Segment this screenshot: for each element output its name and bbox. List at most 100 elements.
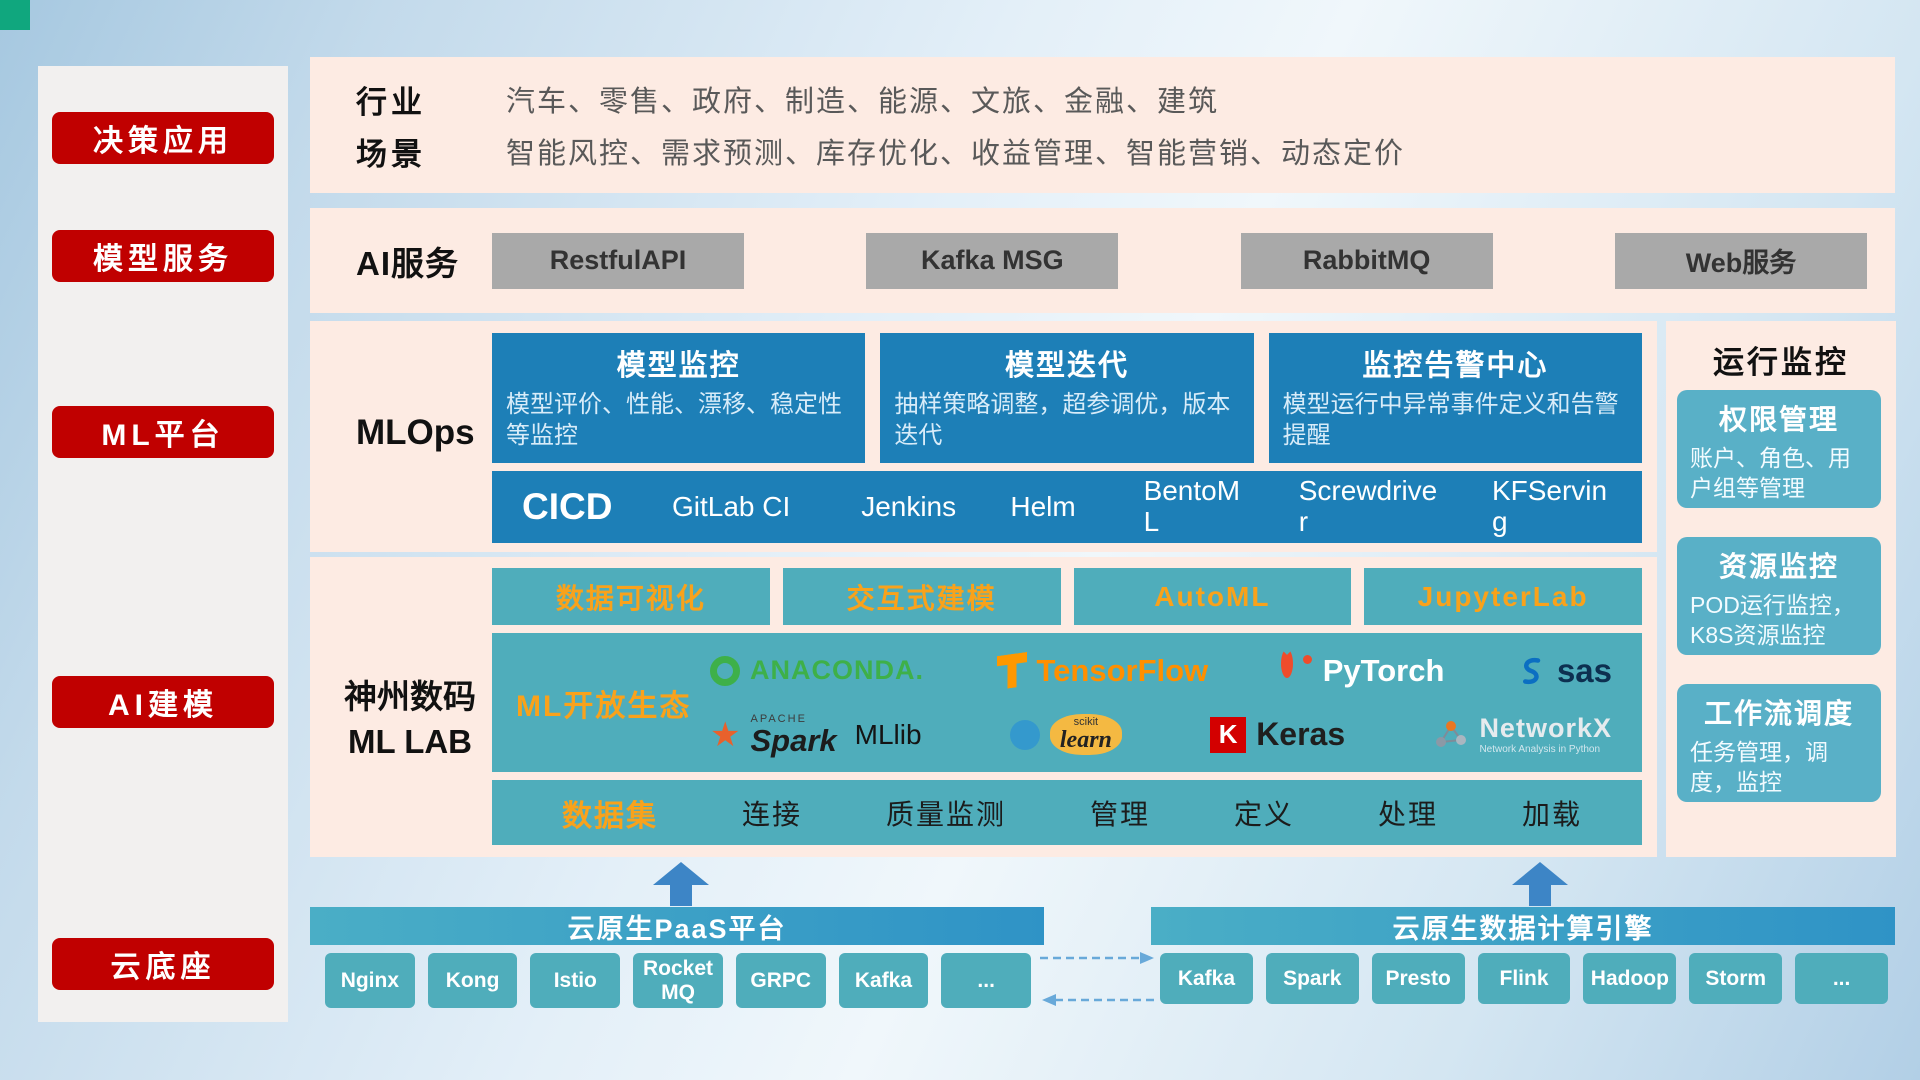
sidebar-item-ai-modeling: AI建模: [52, 676, 274, 728]
sidebar-item-decision-apps: 决策应用: [52, 112, 274, 164]
ecosystem-row-2: ★ APACHE Spark MLlib sc: [692, 706, 1630, 764]
ml-ecosystem-label: ML开放生态: [516, 689, 692, 723]
spark-star-icon: ★: [710, 715, 741, 754]
web-service-box: Web服务: [1614, 232, 1867, 289]
sidebar-item-model-service: 模型服务: [52, 230, 274, 282]
paas-item-istio: Istio: [530, 953, 621, 1008]
paas-item-nginx: Nginx: [325, 953, 415, 1008]
pytorch-logo: PyTorch: [1280, 648, 1445, 689]
dataset-label: 数据集: [562, 799, 658, 833]
scenario-row: 场景 智能风控、需求预测、库存优化、收益管理、智能营销、动态定价: [356, 125, 1895, 177]
ml-lab-label: 神州数码 ML LAB: [328, 675, 492, 764]
interactive-modeling-box: 交互式建模: [782, 568, 1061, 625]
ml-lab-label-line2: ML LAB: [347, 722, 473, 760]
engine-item-storm: Storm: [1689, 953, 1783, 1004]
mlops-cards: 模型监控 模型评价、性能、漂移、稳定性等监控 模型迭代 抽样策略调整，超参调优，…: [492, 333, 1642, 463]
engine-item-flink: Flink: [1477, 953, 1571, 1004]
dataset-item-connect: 连接: [741, 798, 802, 830]
sas-text: sas: [1556, 651, 1612, 689]
engine-item-spark: Spark: [1265, 953, 1359, 1004]
ml-lab-panel: 神州数码 ML LAB 数据可视化 交互式建模 AutoML JupyterLa…: [310, 557, 1657, 857]
scikit-learn-icon: [1009, 719, 1040, 750]
dataset-item-load: 加载: [1521, 798, 1582, 830]
cicd-item-jenkins: Jenkins: [861, 490, 957, 522]
paas-item-kong: Kong: [427, 953, 518, 1008]
paas-item-rocketmq: RocketMQ: [633, 953, 723, 1008]
scikit-text: scikit: [1073, 716, 1099, 728]
card-title: 权限管理: [1718, 404, 1839, 435]
runtime-monitor-title: 运行监控: [1713, 345, 1849, 380]
networkx-logo: NetworkX Network Analysis in Python: [1433, 713, 1612, 756]
resource-monitor-card: 资源监控 POD运行监控，K8S资源监控: [1677, 537, 1881, 655]
paas-item-grpc: GRPC: [735, 953, 826, 1008]
spark-logo: ★ APACHE Spark: [710, 712, 837, 756]
paas-item-kafka: Kafka: [838, 953, 929, 1008]
pytorch-ring: [1280, 648, 1293, 678]
ml-lab-tools-row: 数据可视化 交互式建模 AutoML JupyterLab: [492, 568, 1642, 625]
sidebar-item-ml-platform: ML平台: [52, 406, 274, 458]
cicd-item-gitlab-ci: GitLab CI: [672, 490, 791, 522]
industry-value: 汽车、零售、政府、制造、能源、文旅、金融、建筑: [506, 86, 1220, 118]
card-desc: 模型运行中异常事件定义和告警提醒: [1282, 391, 1619, 450]
scikit-learn-badge: scikit learn: [1049, 714, 1122, 755]
paas-components: Nginx Kong Istio RocketMQ GRPC Kafka ...: [325, 953, 1032, 1008]
card-desc: 抽样策略调整，超参调优，版本迭代: [894, 391, 1231, 450]
sidebar-item-cloud-base: 云底座: [52, 938, 274, 990]
dataset-item-process: 处理: [1377, 798, 1438, 830]
mllib-logo: MLlib: [855, 719, 922, 751]
paas-platform-bar: 云原生PaaS平台: [310, 907, 1044, 945]
dataset-item-define: 定义: [1233, 798, 1294, 830]
permission-management-card: 权限管理 账户、角色、用户组等管理: [1677, 390, 1881, 508]
anaconda-icon: [710, 655, 740, 686]
networkx-text: NetworkX: [1479, 713, 1612, 744]
kafka-msg-box: Kafka MSG: [866, 232, 1119, 289]
arrow-shaft: [670, 885, 692, 906]
spark-apache-text: APACHE: [750, 712, 807, 725]
alert-center-card: 监控告警中心 模型运行中异常事件定义和告警提醒: [1268, 333, 1642, 463]
keras-text: Keras: [1256, 716, 1346, 752]
tensorflow-logo: TensorFlow: [997, 651, 1208, 689]
cicd-label: CICD: [522, 486, 613, 527]
cicd-item-helm: Helm: [1010, 490, 1076, 522]
dashed-exchange-arrows-icon: [1040, 952, 1154, 1006]
pytorch-icon: [1280, 648, 1313, 687]
learn-text: learn: [1059, 727, 1112, 753]
networkx-icon: [1436, 721, 1467, 748]
pytorch-dot: [1302, 654, 1312, 664]
arrow-shaft: [1529, 885, 1551, 906]
networkx-text-stack: NetworkX Network Analysis in Python: [1479, 713, 1612, 756]
engine-item-presto: Presto: [1371, 953, 1465, 1004]
industry-scenario-panel: 行业 汽车、零售、政府、制造、能源、文旅、金融、建筑 场景 智能风控、需求预测、…: [310, 57, 1895, 193]
cicd-items: GitLab CI Jenkins Helm BentoML Screwdriv…: [672, 475, 1612, 538]
restful-api-box: RestfulAPI: [492, 232, 744, 289]
corner-decoration: [0, 0, 30, 30]
cicd-item-screwdriver: Screwdriver: [1298, 475, 1438, 537]
pytorch-text: PyTorch: [1322, 652, 1445, 688]
ml-lab-label-line1: 神州数码: [344, 678, 476, 715]
ml-ecosystem-logos: ANACONDA. TensorFlow PyTorch: [692, 642, 1630, 764]
dataset-item-quality: 质量监测: [885, 798, 1006, 830]
scenario-value: 智能风控、需求预测、库存优化、收益管理、智能营销、动态定价: [506, 138, 1406, 170]
card-desc: POD运行监控，K8S资源监控: [1690, 592, 1855, 648]
spark-mllib-group: ★ APACHE Spark MLlib: [710, 712, 922, 756]
engine-item-more: ...: [1795, 953, 1889, 1004]
dataset-item-manage: 管理: [1089, 798, 1150, 830]
card-title: 模型监控: [616, 350, 741, 382]
ai-service-panel: AI服务 RestfulAPI Kafka MSG RabbitMQ Web服务: [310, 208, 1895, 313]
mlops-label: MLOps: [356, 413, 475, 452]
sas-logo: sas: [1517, 652, 1612, 690]
sidebar: 决策应用 模型服务 ML平台 AI建模 云底座: [38, 66, 288, 1022]
workflow-scheduler-card: 工作流调度 任务管理，调度，监控: [1677, 684, 1881, 802]
card-title: 监控告警中心: [1362, 350, 1549, 382]
up-arrow-icon: [653, 862, 709, 906]
card-desc: 任务管理，调度，监控: [1690, 739, 1828, 795]
model-monitoring-card: 模型监控 模型评价、性能、漂移、稳定性等监控: [492, 333, 866, 463]
sas-icon: [1522, 657, 1541, 684]
engine-item-kafka: Kafka: [1160, 953, 1253, 1004]
industry-row: 行业 汽车、零售、政府、制造、能源、文旅、金融、建筑: [356, 73, 1895, 125]
industry-label: 行业: [356, 84, 426, 120]
tensorflow-icon: [997, 651, 1027, 689]
ai-service-buttons: RestfulAPI Kafka MSG RabbitMQ Web服务: [492, 208, 1867, 313]
up-arrow-icon: [1512, 862, 1568, 906]
